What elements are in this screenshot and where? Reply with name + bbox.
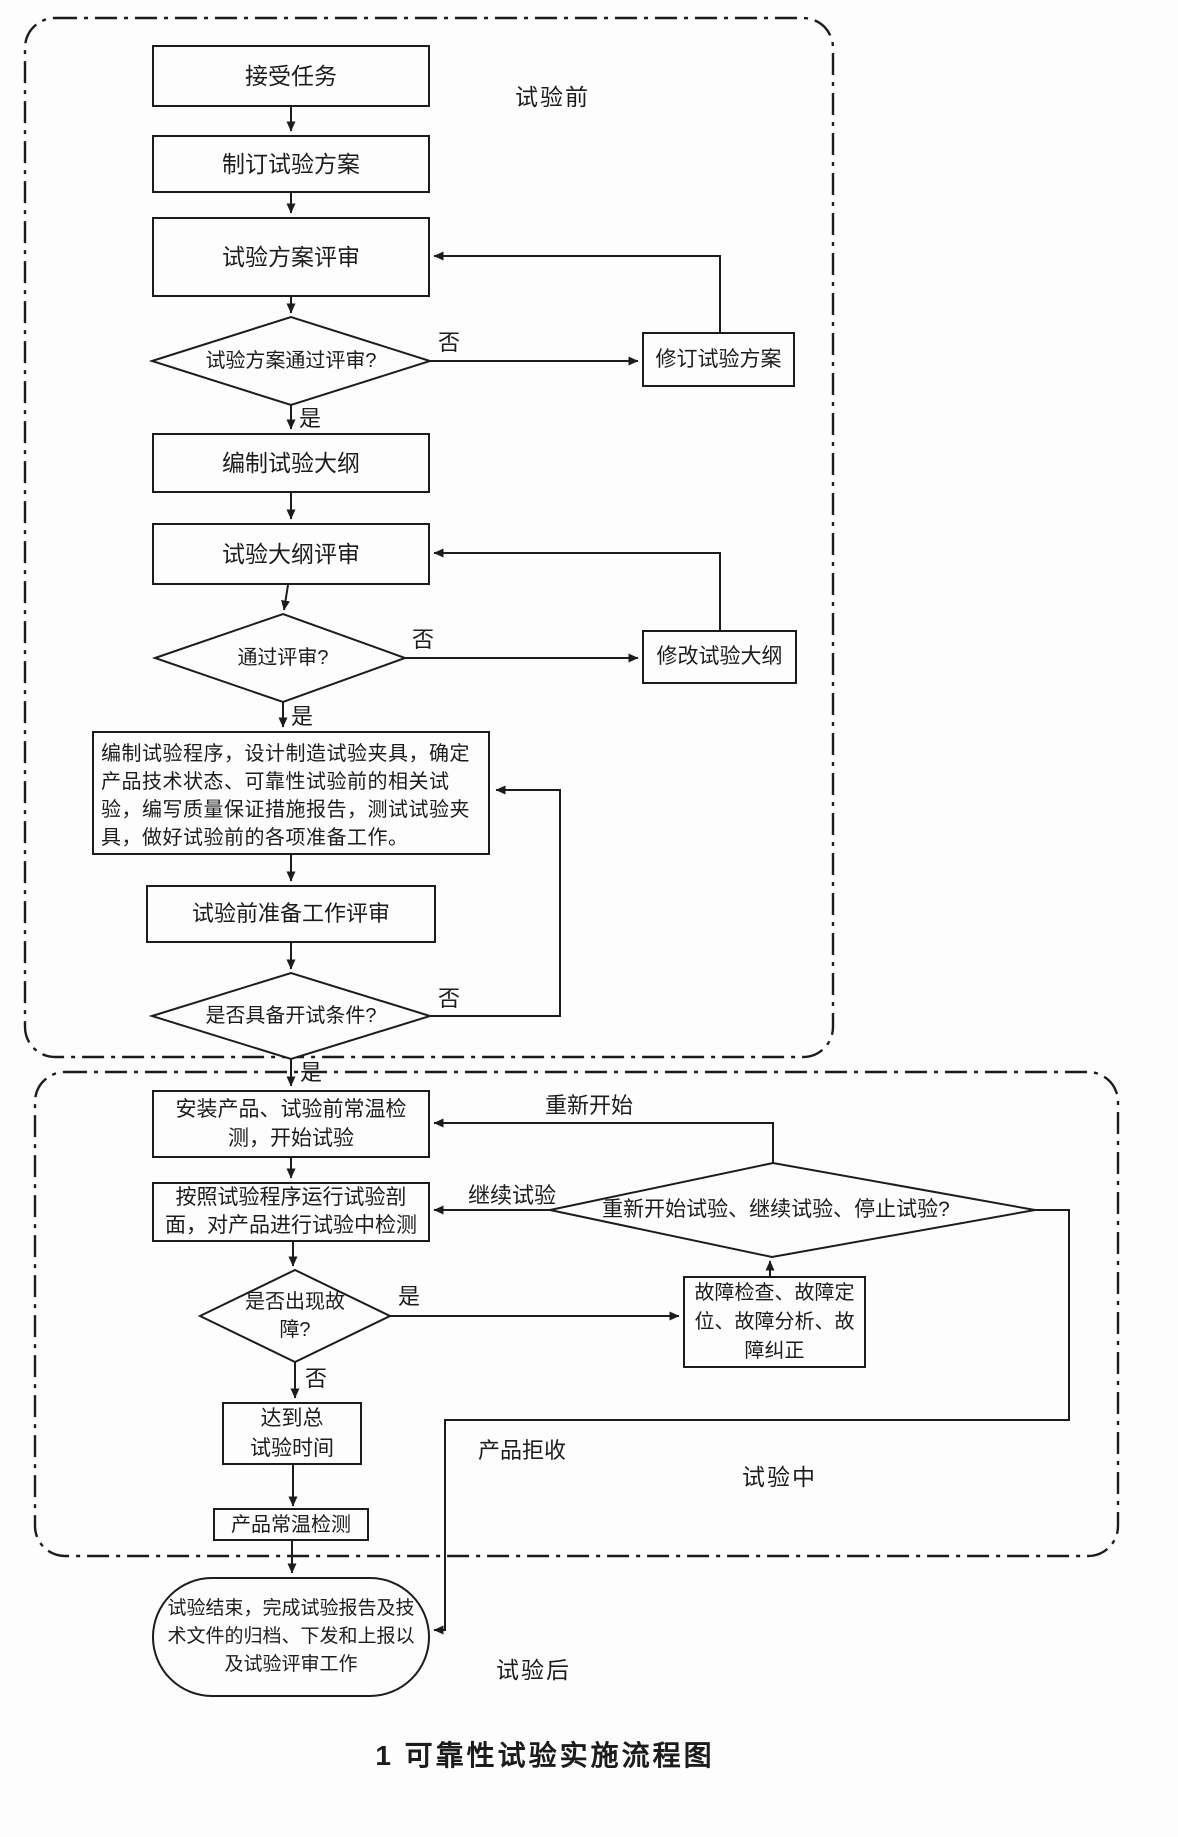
edge-decision-stop-reject bbox=[433, 1209, 1070, 1635]
node-total-test-time: 达到总 试验时间 bbox=[222, 1402, 362, 1465]
diamond-fault-occurred-label: 是否出现故障? bbox=[245, 1291, 345, 1341]
edge-modify-back-to-outline-review bbox=[433, 548, 721, 630]
label-no-plan: 否 bbox=[438, 330, 461, 355]
diamond-outline-approved-label: 通过评审? bbox=[237, 647, 329, 669]
label-yes-fault: 是 bbox=[398, 1284, 421, 1309]
node-preparation: 编制试验程序，设计制造试验夹具，确定产品技术状态、可靠性试验前的相关试验，编写质… bbox=[92, 731, 490, 855]
node-plan-review: 试验方案评审 bbox=[152, 217, 430, 297]
node-prep-review: 试验前准备工作评审 bbox=[146, 885, 436, 943]
label-yes-outline: 是 bbox=[291, 704, 314, 729]
figure-caption: 1 可靠性试验实施流程图 bbox=[375, 1740, 715, 1771]
node-run-profile: 按照试验程序运行试验剖面，对产品进行试验中检测 bbox=[152, 1182, 430, 1242]
label-no-outline: 否 bbox=[412, 627, 435, 652]
section-before-test-label: 试验前 bbox=[515, 84, 590, 110]
label-continue-test: 继续试验 bbox=[468, 1183, 557, 1208]
node-ambient-check: 产品常温检测 bbox=[213, 1508, 369, 1541]
edge-revise-back-to-plan-review bbox=[433, 251, 721, 332]
label-product-reject: 产品拒收 bbox=[478, 1438, 567, 1463]
label-yes-ready: 是 bbox=[300, 1060, 323, 1085]
section-after-test-label: 试验后 bbox=[496, 1657, 571, 1683]
diamond-ready-to-test-label: 是否具备开试条件? bbox=[205, 1005, 377, 1027]
node-fault-handling: 故障检查、故障定位、故障分析、故障纠正 bbox=[683, 1276, 866, 1368]
diamond-restart-continue-stop-label: 重新开始试验、继续试验、停止试验? bbox=[602, 1198, 950, 1221]
label-no-fault: 否 bbox=[305, 1366, 328, 1391]
node-modify-outline: 修改试验大纲 bbox=[642, 630, 797, 684]
node-finish-terminator: 试验结束，完成试验报告及技术文件的归档、下发和上报以及试验评审工作 bbox=[152, 1577, 430, 1697]
total-time-line-1: 达到总 bbox=[260, 1406, 324, 1430]
total-time-line-2: 试验时间 bbox=[250, 1436, 334, 1460]
node-outline-review: 试验大纲评审 bbox=[152, 523, 430, 585]
section-during-test-border bbox=[33, 1070, 1120, 1558]
edge-q3-no-back-to-prepare bbox=[430, 785, 561, 1017]
edge-decision-restart bbox=[433, 1118, 774, 1163]
node-revise-plan: 修订试验方案 bbox=[642, 332, 795, 387]
label-no-ready: 否 bbox=[438, 986, 461, 1011]
node-accept-task: 接受任务 bbox=[152, 45, 430, 107]
section-before-test-border bbox=[23, 16, 835, 1059]
edge-review-to-q2 bbox=[281, 584, 290, 611]
section-during-test-label: 试验中 bbox=[742, 1464, 817, 1490]
label-yes-plan: 是 bbox=[299, 406, 322, 431]
node-compile-outline: 编制试验大纲 bbox=[152, 433, 430, 493]
label-restart: 重新开始 bbox=[545, 1093, 634, 1118]
diamond-plan-approved-label: 试验方案通过评审? bbox=[205, 350, 377, 372]
node-formulate-plan: 制订试验方案 bbox=[152, 135, 430, 193]
node-install-start: 安装产品、试验前常温检测，开始试验 bbox=[152, 1090, 430, 1158]
